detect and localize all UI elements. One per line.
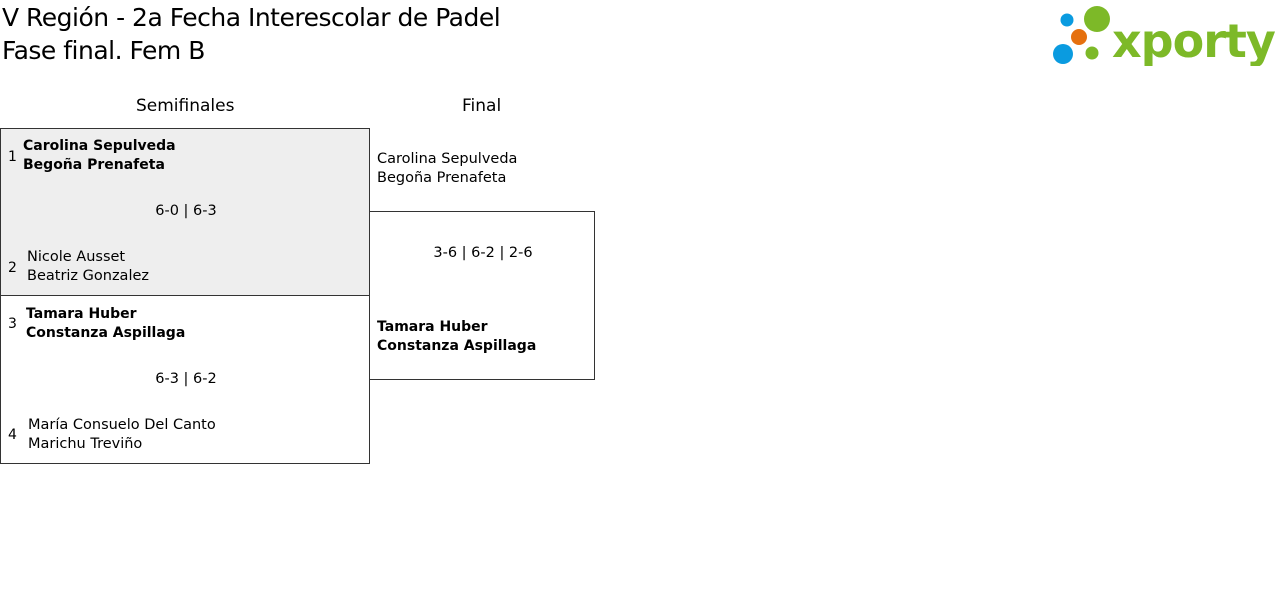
- player-name: Tamara Huber: [377, 319, 488, 335]
- round-header-semifinals: Semifinales: [136, 96, 235, 116]
- team-winner[interactable]: Carolina Sepulveda Begoña Prenafeta: [23, 137, 176, 175]
- match-final[interactable]: 3-6 | 6-2 | 2-6 Tamara Huber Constanza A…: [369, 211, 595, 380]
- player-name: Begoña Prenafeta: [23, 157, 165, 173]
- seed-number: 1: [8, 149, 17, 165]
- team-winner[interactable]: Tamara Huber Constanza Aspillaga: [26, 305, 185, 343]
- team-loser[interactable]: María Consuelo Del Canto Marichu Treviño: [28, 416, 216, 454]
- final-team-1[interactable]: Carolina Sepulveda Begoña Prenafeta: [377, 150, 517, 188]
- player-name: Carolina Sepulveda: [23, 138, 176, 154]
- seed-number: 4: [8, 427, 17, 443]
- player-name: Nicole Ausset: [27, 249, 126, 265]
- match-score: 6-0 | 6-3: [155, 203, 217, 219]
- player-name: Begoña Prenafeta: [377, 170, 507, 186]
- logo-text: xporty: [1112, 14, 1276, 66]
- round-header-final: Final: [462, 96, 502, 116]
- player-name: Marichu Treviño: [28, 436, 143, 452]
- player-name: Tamara Huber: [26, 306, 137, 322]
- page-title: V Región - 2a Fecha Interescolar de Pade…: [2, 3, 501, 32]
- page-subtitle: Fase final. Fem B: [2, 36, 205, 65]
- player-name: María Consuelo Del Canto: [28, 417, 216, 433]
- xporty-logo[interactable]: xporty: [1050, 4, 1277, 68]
- match-score: 6-3 | 6-2: [155, 371, 217, 387]
- player-name: Constanza Aspillaga: [26, 325, 186, 341]
- logo-icon: xporty: [1053, 6, 1277, 68]
- match-semifinal-2[interactable]: 3 Tamara Huber Constanza Aspillaga 6-3 |…: [0, 295, 370, 464]
- final-team-2-winner[interactable]: Tamara Huber Constanza Aspillaga: [377, 318, 536, 356]
- player-name: Beatriz Gonzalez: [27, 268, 150, 284]
- seed-number: 3: [8, 316, 17, 332]
- seed-number: 2: [8, 260, 17, 276]
- player-name: Constanza Aspillaga: [377, 338, 537, 354]
- match-semifinal-1[interactable]: 1 Carolina Sepulveda Begoña Prenafeta 6-…: [0, 128, 370, 296]
- player-name: Carolina Sepulveda: [377, 151, 518, 167]
- team-loser[interactable]: Nicole Ausset Beatriz Gonzalez: [27, 248, 149, 286]
- match-score: 3-6 | 6-2 | 2-6: [433, 245, 533, 261]
